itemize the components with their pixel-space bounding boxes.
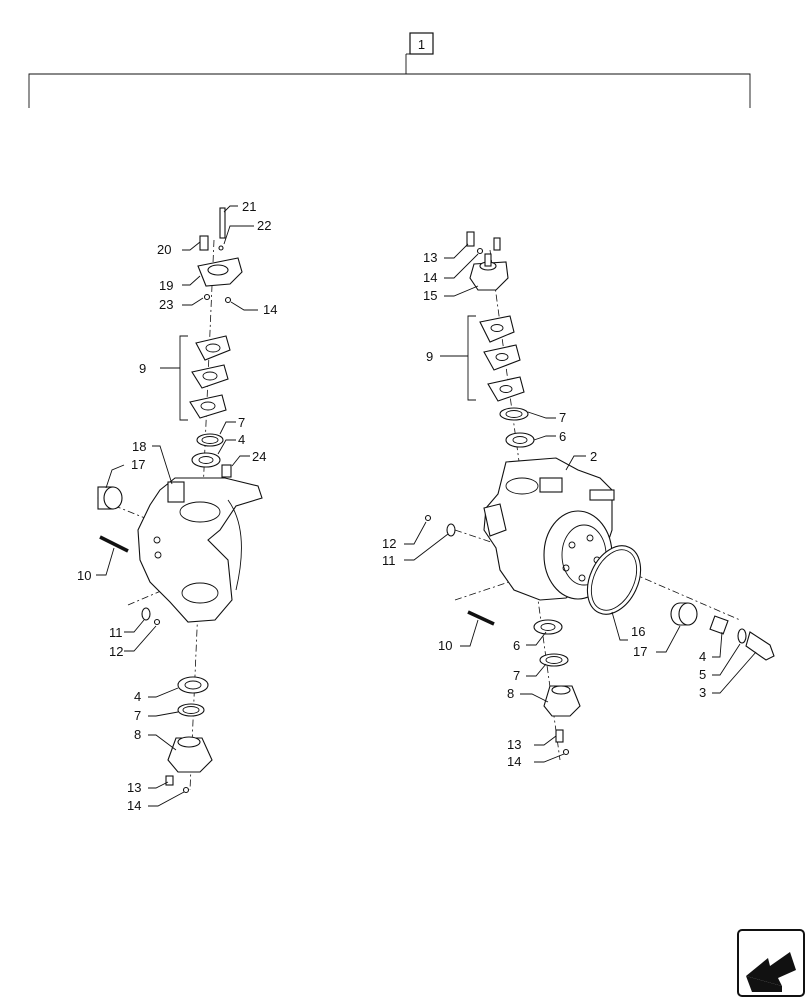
callout-6-r: 6 bbox=[559, 429, 566, 444]
callout-12-r: 12 bbox=[382, 536, 396, 551]
callout-8-r: 8 bbox=[507, 686, 514, 701]
callout-6-lower: 6 bbox=[513, 638, 520, 653]
callout-17-r: 17 bbox=[633, 644, 647, 659]
callout-4-lower: 4 bbox=[134, 689, 141, 704]
callout-15: 15 bbox=[423, 288, 437, 303]
callout-12: 12 bbox=[109, 644, 123, 659]
callout-18: 18 bbox=[132, 439, 146, 454]
callout-7: 7 bbox=[238, 415, 245, 430]
callout-3: 3 bbox=[699, 685, 706, 700]
callout-23: 23 bbox=[159, 297, 173, 312]
callout-10-r: 10 bbox=[438, 638, 452, 653]
next-page-arrow-icon[interactable] bbox=[737, 929, 805, 997]
callout-20: 20 bbox=[157, 242, 171, 257]
callout-24: 24 bbox=[252, 449, 266, 464]
callout-7-lower-r: 7 bbox=[513, 668, 520, 683]
callout-2: 2 bbox=[590, 449, 597, 464]
callout-14-r: 14 bbox=[423, 270, 437, 285]
callout-13-r: 13 bbox=[423, 250, 437, 265]
callout-19: 19 bbox=[159, 278, 173, 293]
callout-7-r: 7 bbox=[559, 410, 566, 425]
callout-5: 5 bbox=[699, 667, 706, 682]
callout-9-r: 9 bbox=[426, 349, 433, 364]
callout-17: 17 bbox=[131, 457, 145, 472]
callout-14: 14 bbox=[263, 302, 277, 317]
callout-11: 11 bbox=[109, 625, 123, 640]
callout-13-lower-r: 13 bbox=[507, 737, 521, 752]
callout-14-lower: 14 bbox=[127, 798, 141, 813]
right-assembly: 13 14 15 9 7 6 2 12 11 10 6 16 17 4 5 3 … bbox=[382, 231, 775, 769]
assembly-callout: 1 bbox=[418, 37, 425, 52]
left-assembly: 21 22 20 19 23 14 9 7 4 24 18 17 10 11 1… bbox=[77, 199, 277, 813]
callout-13: 13 bbox=[127, 780, 141, 795]
callout-14-lower-r: 14 bbox=[507, 754, 521, 769]
callout-11-r: 11 bbox=[382, 553, 396, 568]
callout-7-lower: 7 bbox=[134, 708, 141, 723]
callout-8: 8 bbox=[134, 727, 141, 742]
callout-16: 16 bbox=[631, 624, 645, 639]
callout-10: 10 bbox=[77, 568, 91, 583]
callout-4-r: 4 bbox=[699, 649, 706, 664]
callout-4: 4 bbox=[238, 432, 245, 447]
callout-22: 22 bbox=[257, 218, 271, 233]
callout-9: 9 bbox=[139, 361, 146, 376]
assembly-bracket: 1 bbox=[28, 32, 751, 108]
callout-21: 21 bbox=[242, 199, 256, 214]
